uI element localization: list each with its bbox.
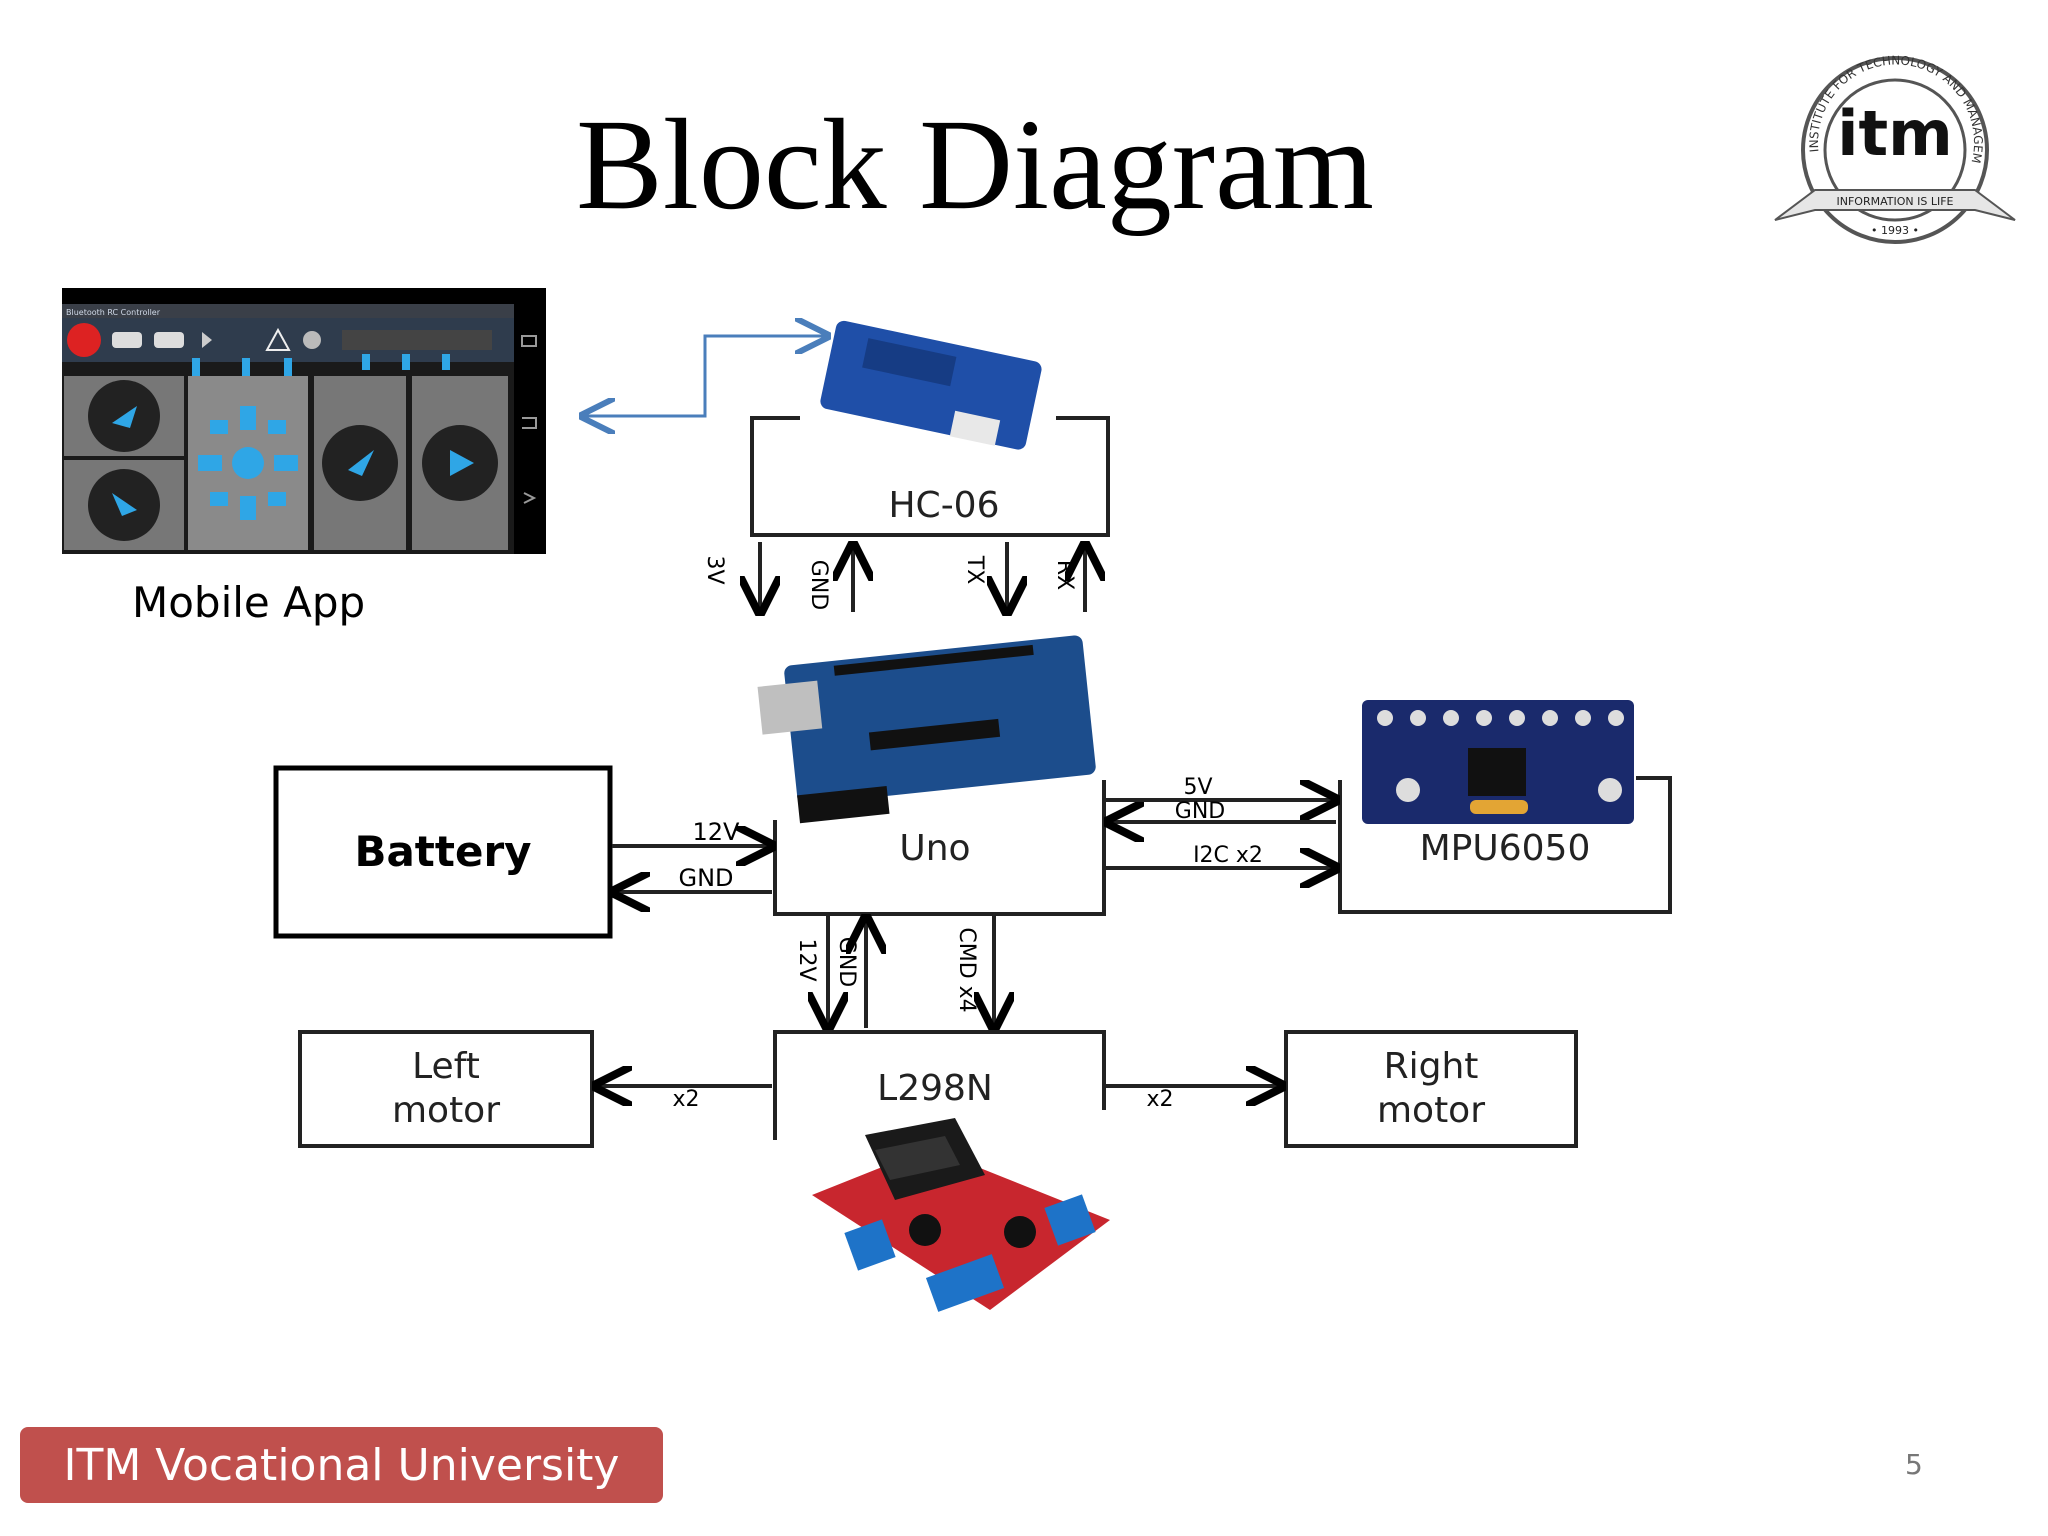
uno-label: Uno: [899, 828, 970, 869]
signal-5v: 5V: [1183, 775, 1212, 800]
mpu6050-block: [1338, 776, 1672, 914]
bluetooth-link-arrow: [580, 336, 828, 416]
l298n-block: [773, 1030, 1106, 1140]
signal-12v-battery: 12V: [693, 818, 741, 846]
hc06-bluetooth-module-image: [820, 320, 1042, 450]
signal-gnd-l298n: GND: [834, 937, 859, 987]
hc06-block: [750, 416, 1110, 537]
signal-cmd: CMD x4: [954, 927, 979, 1012]
signal-gnd-hc06: GND: [806, 560, 831, 610]
l298n-driver-board-image: [812, 1118, 1110, 1312]
right-motor-label-line1: Right: [1384, 1046, 1479, 1087]
slide-title: Block Diagram: [576, 93, 1374, 237]
app-screen-title: Bluetooth RC Controller: [66, 308, 161, 317]
logo-mark: itm: [1837, 97, 1953, 170]
l298n-label: L298N: [877, 1068, 993, 1109]
left-motor-block: [298, 1030, 594, 1148]
signal-tx: TX: [962, 555, 987, 585]
signal-gnd-battery: GND: [678, 864, 733, 892]
logo-year: • 1993 •: [1871, 224, 1919, 237]
battery-label: Battery: [354, 827, 531, 876]
footer-university-badge: ITM Vocational University: [20, 1427, 663, 1503]
uno-block: [773, 780, 1106, 916]
left-motor-label-line2: motor: [392, 1090, 500, 1131]
mpu6050-label: MPU6050: [1420, 828, 1591, 869]
battery-block: [273, 765, 613, 939]
mobile-app-caption: Mobile App: [132, 578, 366, 627]
mobile-app-screenshot: Bluetooth RC Controller: [62, 288, 546, 554]
signal-gnd-mpu: GND: [1175, 799, 1225, 824]
right-motor-block: [1284, 1030, 1578, 1148]
signal-12v-l298n: 12V: [794, 938, 819, 981]
signal-i2c: I2C x2: [1193, 843, 1263, 868]
mpu6050-board-image: [1362, 700, 1634, 824]
page-number: 5: [1905, 1448, 1923, 1481]
signal-rx: RX: [1052, 560, 1077, 590]
signal-3v: 3V: [702, 555, 727, 584]
hc06-label: HC-06: [888, 485, 999, 526]
signal-x2-right: x2: [1146, 1087, 1173, 1112]
left-motor-label-line1: Left: [412, 1046, 480, 1087]
right-motor-label-line2: motor: [1377, 1090, 1485, 1131]
logo-ribbon: INFORMATION IS LIFE: [1837, 195, 1954, 208]
itm-logo: INSTITUTE FOR TECHNOLOGY AND MANAGEMENT …: [1760, 50, 2016, 244]
signal-x2-left: x2: [672, 1087, 699, 1112]
arduino-uno-board-image: [757, 635, 1096, 824]
